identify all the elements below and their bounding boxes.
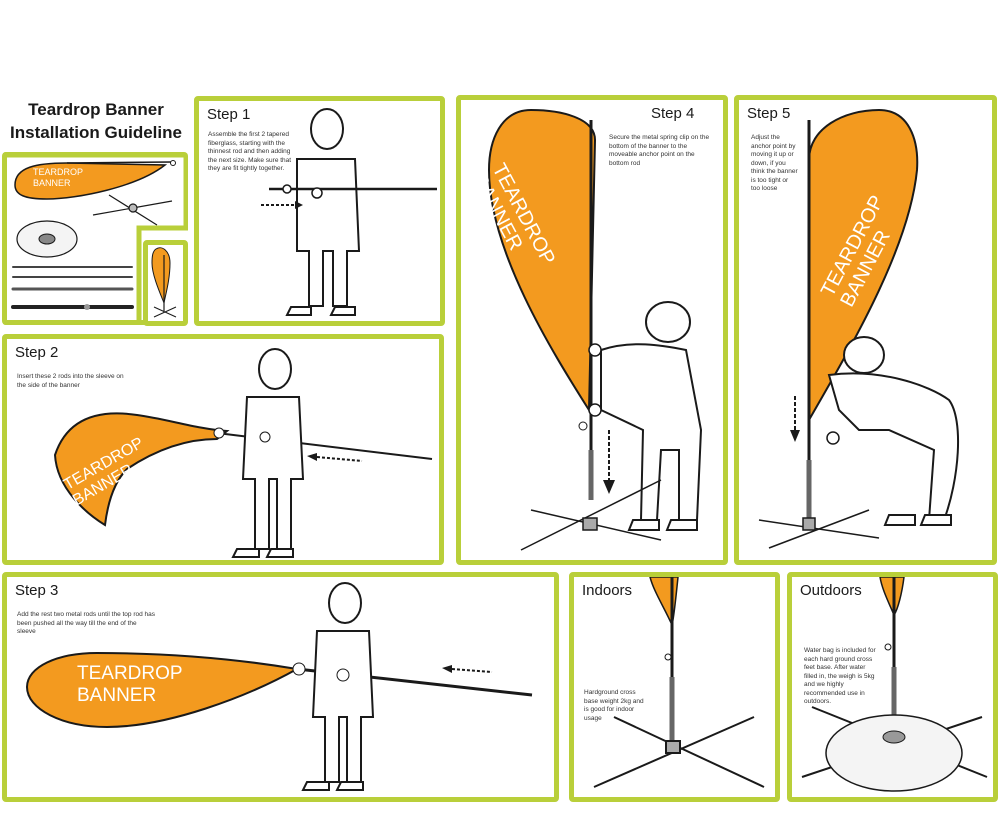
guide-title: Teardrop Banner Installation Guideline (0, 98, 192, 144)
water-bag-part (16, 220, 78, 258)
outdoors-panel: Outdoors Water bag is included for each … (787, 572, 998, 802)
step4-panel: Step 4 Secure the metal spring clip on t… (456, 95, 728, 565)
guide-title-line2: Installation Guideline (10, 123, 182, 142)
step5-title: Step 5 (747, 105, 791, 122)
assembled-banner-panel (143, 240, 188, 326)
step1-title: Step 1 (207, 106, 251, 123)
step5-banner (808, 108, 919, 424)
step2-banner (53, 412, 230, 527)
step3-illustration (25, 582, 533, 791)
step2-illustration (53, 348, 433, 558)
step5-illustration (758, 108, 960, 549)
step4-title: Step 4 (651, 105, 695, 122)
step3-title: Step 3 (15, 582, 59, 599)
step3-banner-label: TEARDROP BANNER (77, 663, 183, 706)
rods-part (11, 266, 134, 310)
outdoors-title: Outdoors (800, 582, 862, 599)
indoors-title: Indoors (582, 582, 633, 599)
step5-panel: Step 5 Adjust the anchor point by moving… (734, 95, 997, 565)
flat-banner-label: TEARDROP BANNER (33, 167, 84, 188)
indoors-instruction: Hardground cross base weight 2kg and is … (584, 689, 644, 722)
step2-panel: Step 2 Insert these 2 rods into the slee… (2, 334, 444, 565)
step3-instruction: Add the rest two metal rods until the to… (17, 611, 156, 635)
guide-title-line1: Teardrop Banner (28, 100, 164, 119)
outdoors-illustration (801, 577, 988, 792)
indoors-illustration (593, 577, 765, 788)
step2-instruction: Insert these 2 rods into the sleeve on t… (17, 373, 124, 389)
outdoors-instruction: Water bag is included for each hard grou… (804, 647, 876, 705)
flat-banner (14, 162, 168, 200)
step5-instruction: Adjust the anchor point by moving it up … (751, 134, 798, 192)
step3-panel: Step 3 Add the rest two metal rods until… (2, 572, 559, 802)
step3-banner (25, 651, 300, 729)
step1-illustration (261, 108, 437, 316)
step1-instruction: Assemble the first 2 tapered fiberglass,… (208, 131, 292, 172)
step4-banner (487, 108, 597, 414)
step1-panel: Step 1 Assemble the first 2 tapered fibe… (194, 96, 445, 326)
step4-illustration (487, 108, 703, 551)
step4-instruction: Secure the metal spring clip on the bott… (609, 134, 710, 167)
water-bag (825, 714, 963, 792)
indoors-panel: Indoors Hardground cross base weight 2kg… (569, 572, 780, 802)
step2-title: Step 2 (15, 344, 59, 361)
assembled-banner-icon (151, 247, 177, 318)
cross-base-part (92, 194, 173, 226)
